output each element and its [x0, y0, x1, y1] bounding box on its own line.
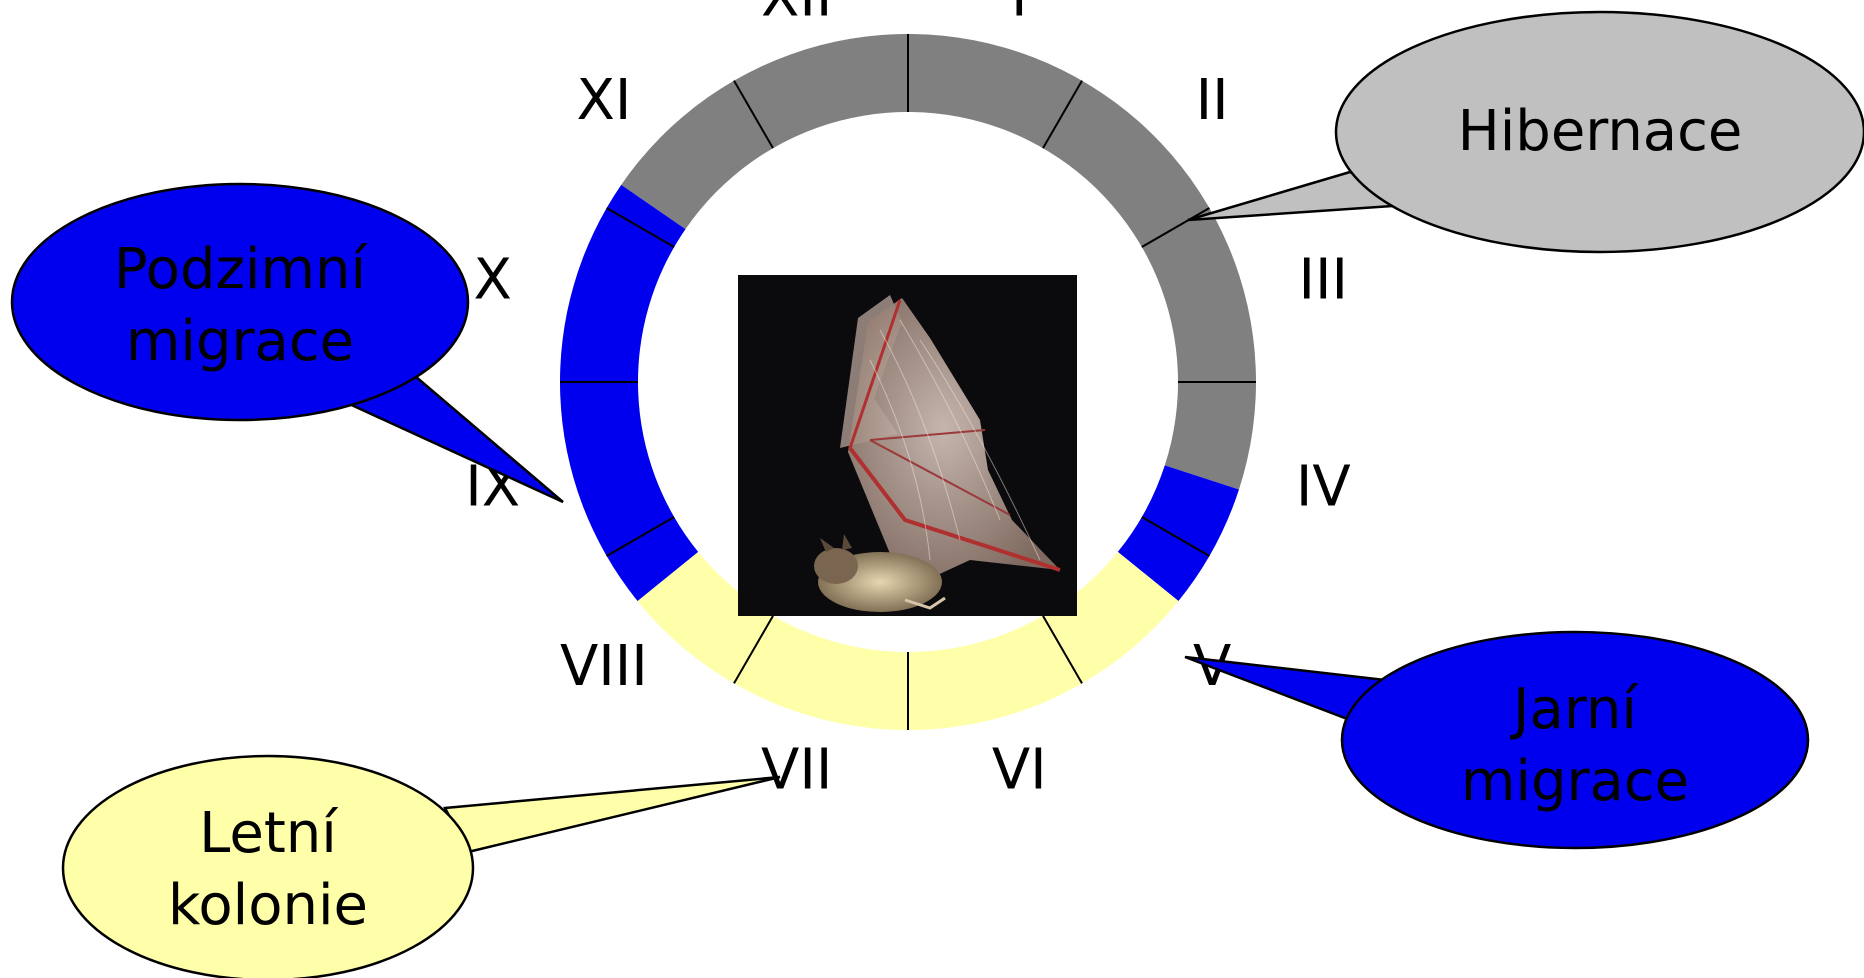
- month-label-4: IV: [1296, 455, 1351, 520]
- month-divider: [1042, 80, 1083, 149]
- month-label-3: III: [1299, 248, 1349, 313]
- month-label-6: VI: [992, 737, 1047, 802]
- callout-summer-label-line2: kolonie: [168, 873, 368, 938]
- month-label-10: X: [474, 248, 512, 313]
- ring-segment-summer: [637, 551, 1179, 730]
- annual-cycle-ring: [560, 33, 1256, 730]
- callout-spring-bubble: [1340, 630, 1810, 850]
- callout-spring-label-line1: Jarní: [1510, 677, 1639, 742]
- ring-month-dividers: [560, 34, 1256, 730]
- callout-autumn-migration: Podzimní migrace: [10, 182, 564, 504]
- callout-hibernation-bubble: [1334, 10, 1864, 254]
- ring-segment-autumn: [560, 184, 699, 602]
- callout-spring-migration: Jarní migrace: [1184, 630, 1810, 850]
- month-divider: [733, 615, 774, 684]
- callout-hibernation: Hibernace: [1187, 10, 1864, 254]
- month-label-1: I: [1011, 0, 1028, 30]
- month-label-8: VIII: [560, 634, 648, 699]
- month-divider: [733, 80, 774, 149]
- bat-photo: [738, 275, 1077, 616]
- callout-summer-label-line1: Letní: [199, 801, 339, 866]
- callout-summer-bubble: [61, 754, 475, 978]
- callout-autumn-bubble: [10, 182, 470, 422]
- callout-hibernation-label: Hibernace: [1458, 99, 1743, 164]
- month-label-2: II: [1196, 68, 1229, 133]
- month-divider: [1042, 615, 1083, 684]
- month-divider: [606, 207, 675, 248]
- month-divider: [1141, 207, 1210, 248]
- month-label-7: VII: [761, 737, 832, 802]
- callout-autumn-label-line1: Podzimní: [114, 237, 369, 302]
- month-label-12: XII: [761, 0, 832, 30]
- callout-spring-label-line2: migrace: [1461, 749, 1689, 814]
- ring-segment-hibernation: [621, 33, 1256, 490]
- month-divider: [1141, 516, 1210, 557]
- callout-summer-pointer: [443, 775, 781, 854]
- month-label-11: XI: [576, 68, 631, 133]
- callout-summer-colony: Letní kolonie: [61, 754, 781, 978]
- month-divider: [606, 516, 675, 557]
- callout-autumn-label-line2: migrace: [126, 309, 354, 374]
- ring-segment-spring: [1117, 465, 1239, 602]
